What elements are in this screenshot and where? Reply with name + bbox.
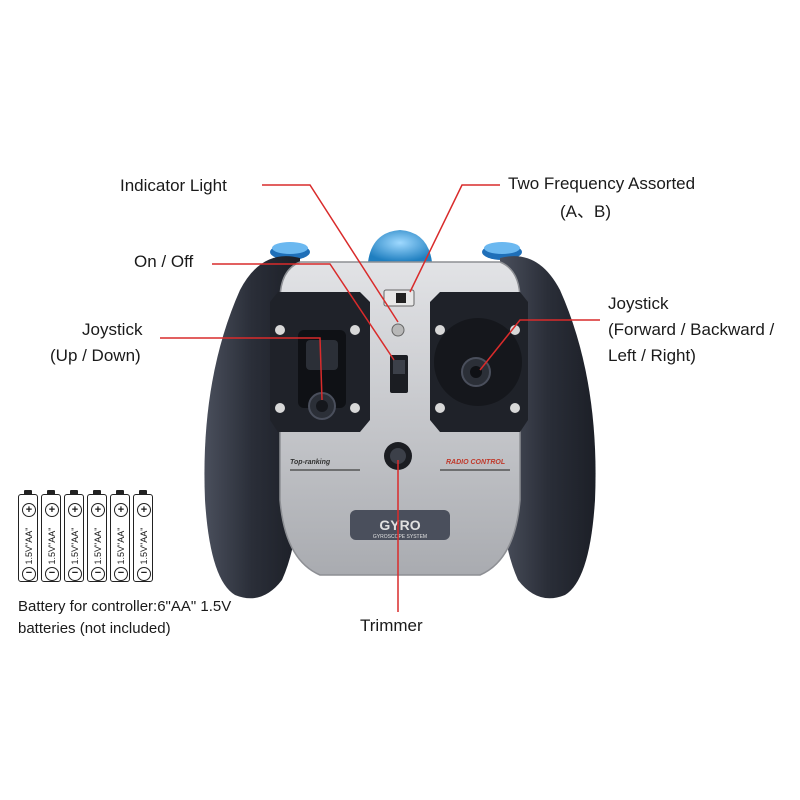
battery-label: 1.5V"AA" [116,527,126,565]
battery-minus: − [114,567,128,581]
battery-minus: − [91,567,105,581]
battery-note-line2: batteries (not included) [18,620,171,637]
callout-lines [160,184,600,612]
right-joystick-title: Joystick [608,294,669,313]
two-frequency-sub-label: (A、B) [560,202,611,221]
battery-minus: − [22,567,36,581]
battery-plus: + [137,503,151,517]
battery-label: 1.5V"AA" [24,527,34,565]
gyro-badge: GYRO GYROSCOPE SYSTEM [350,510,450,540]
battery-icon: +1.5V"AA" − [133,490,153,582]
battery-label: 1.5V"AA" [139,527,149,565]
strip-left-text: Top-ranking [290,459,331,466]
battery-icon: +1.5V"AA" − [64,490,84,582]
left-joystick[interactable] [270,292,370,432]
antenna-cap [368,230,432,262]
battery-minus: − [45,567,59,581]
battery-note-line1: Battery for controller:6"AA" 1.5V [18,598,232,615]
indicator-light [391,323,405,337]
svg-text:GYROSCOPE SYSTEM: GYROSCOPE SYSTEM [373,534,427,540]
svg-text:GYRO: GYRO [379,517,420,533]
left-joystick-title: Joystick [82,320,143,339]
battery-label: 1.5V"AA" [47,527,57,565]
right-joystick[interactable] [430,292,528,432]
battery-icon: +1.5V"AA" − [87,490,107,582]
right-joystick-line2: (Forward / Backward / [608,320,775,339]
battery-icon: +1.5V"AA" − [41,490,61,582]
battery-label: 1.5V"AA" [93,527,103,565]
battery-plus: + [68,503,82,517]
indicator-light-label: Indicator Light [120,176,227,195]
battery-plus: + [22,503,36,517]
battery-plus: + [91,503,105,517]
power-switch[interactable] [390,355,408,393]
left-shoulder-button[interactable] [270,242,310,260]
battery-minus: − [137,567,151,581]
trimmer-label: Trimmer [360,616,423,635]
frequency-switch[interactable] [383,289,415,307]
battery-icon: +1.5V"AA" − [18,490,38,582]
trimmer-knob[interactable] [384,442,412,470]
right-shoulder-button[interactable] [482,242,522,260]
battery-minus: − [68,567,82,581]
battery-plus: + [114,503,128,517]
right-joystick-line3: Left / Right) [608,346,696,365]
strip-right-text: RADIO CONTROL [446,459,505,466]
left-joystick-sub: (Up / Down) [50,346,141,365]
battery-label: 1.5V"AA" [70,527,80,565]
battery-icon: +1.5V"AA" − [110,490,130,582]
battery-plus: + [45,503,59,517]
on-off-label: On / Off [134,252,194,271]
two-frequency-label: Two Frequency Assorted [508,174,696,193]
